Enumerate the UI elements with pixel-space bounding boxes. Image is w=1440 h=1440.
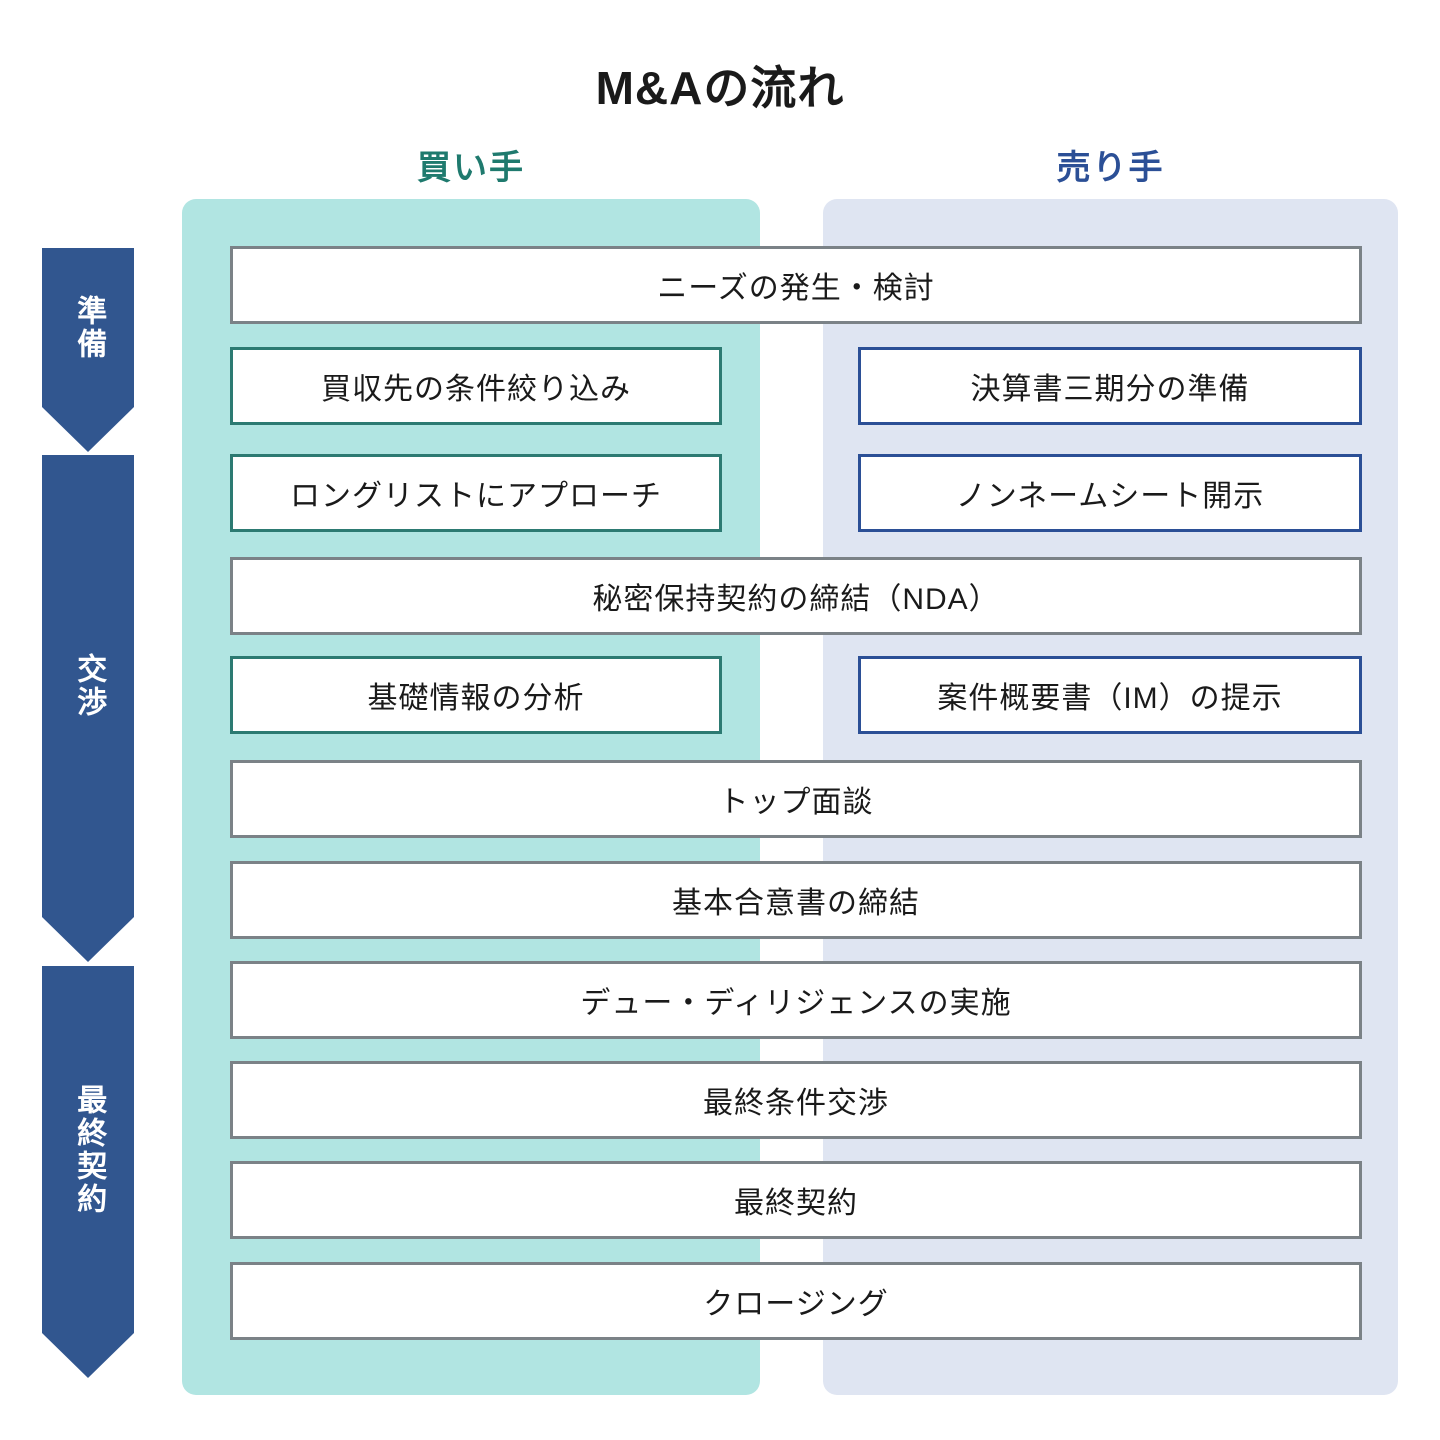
stage-arrow-final-contract-label: 最終契約 <box>72 1083 106 1216</box>
column-header-seller: 売り手 <box>1056 149 1165 187</box>
stage-arrow-negotiation-head <box>42 917 134 962</box>
stage-arrow-preparation-label: 準備 <box>72 294 106 361</box>
page-title: M&Aの流れ <box>595 62 845 114</box>
step-box-shared[interactable]: 最終条件交渉 <box>230 1061 1362 1139</box>
step-box-buyer[interactable]: 買収先の条件絞り込み <box>230 347 722 425</box>
step-box-shared[interactable]: ニーズの発生・検討 <box>230 246 1362 324</box>
stage-arrow-final-contract-body <box>42 966 134 1333</box>
stage-arrow-preparation: 準備 <box>42 248 134 452</box>
step-box-seller[interactable]: 決算書三期分の準備 <box>858 347 1362 425</box>
stage-arrow-final-contract: 最終契約 <box>42 966 134 1378</box>
stage-arrow-negotiation-body <box>42 455 134 917</box>
step-box-seller[interactable]: 案件概要書（IM）の提示 <box>858 656 1362 734</box>
stage-arrow-negotiation: 交渉 <box>42 455 134 962</box>
step-box-shared[interactable]: デュー・ディリジェンスの実施 <box>230 961 1362 1039</box>
step-box-buyer[interactable]: ロングリストにアプローチ <box>230 454 722 532</box>
step-box-shared[interactable]: 基本合意書の締結 <box>230 861 1362 939</box>
stage-arrow-preparation-head <box>42 407 134 452</box>
step-box-shared[interactable]: クロージング <box>230 1262 1362 1340</box>
stage-arrow-preparation-body <box>42 248 134 407</box>
step-box-shared[interactable]: 最終契約 <box>230 1161 1362 1239</box>
stage-arrow-negotiation-label: 交渉 <box>72 653 106 719</box>
stage-arrow-final-contract-head <box>42 1333 134 1378</box>
step-box-buyer[interactable]: 基礎情報の分析 <box>230 656 722 734</box>
step-box-shared[interactable]: トップ面談 <box>230 760 1362 838</box>
column-header-buyer: 買い手 <box>417 149 525 187</box>
step-box-shared[interactable]: 秘密保持契約の締結（NDA） <box>230 557 1362 635</box>
step-box-seller[interactable]: ノンネームシート開示 <box>858 454 1362 532</box>
